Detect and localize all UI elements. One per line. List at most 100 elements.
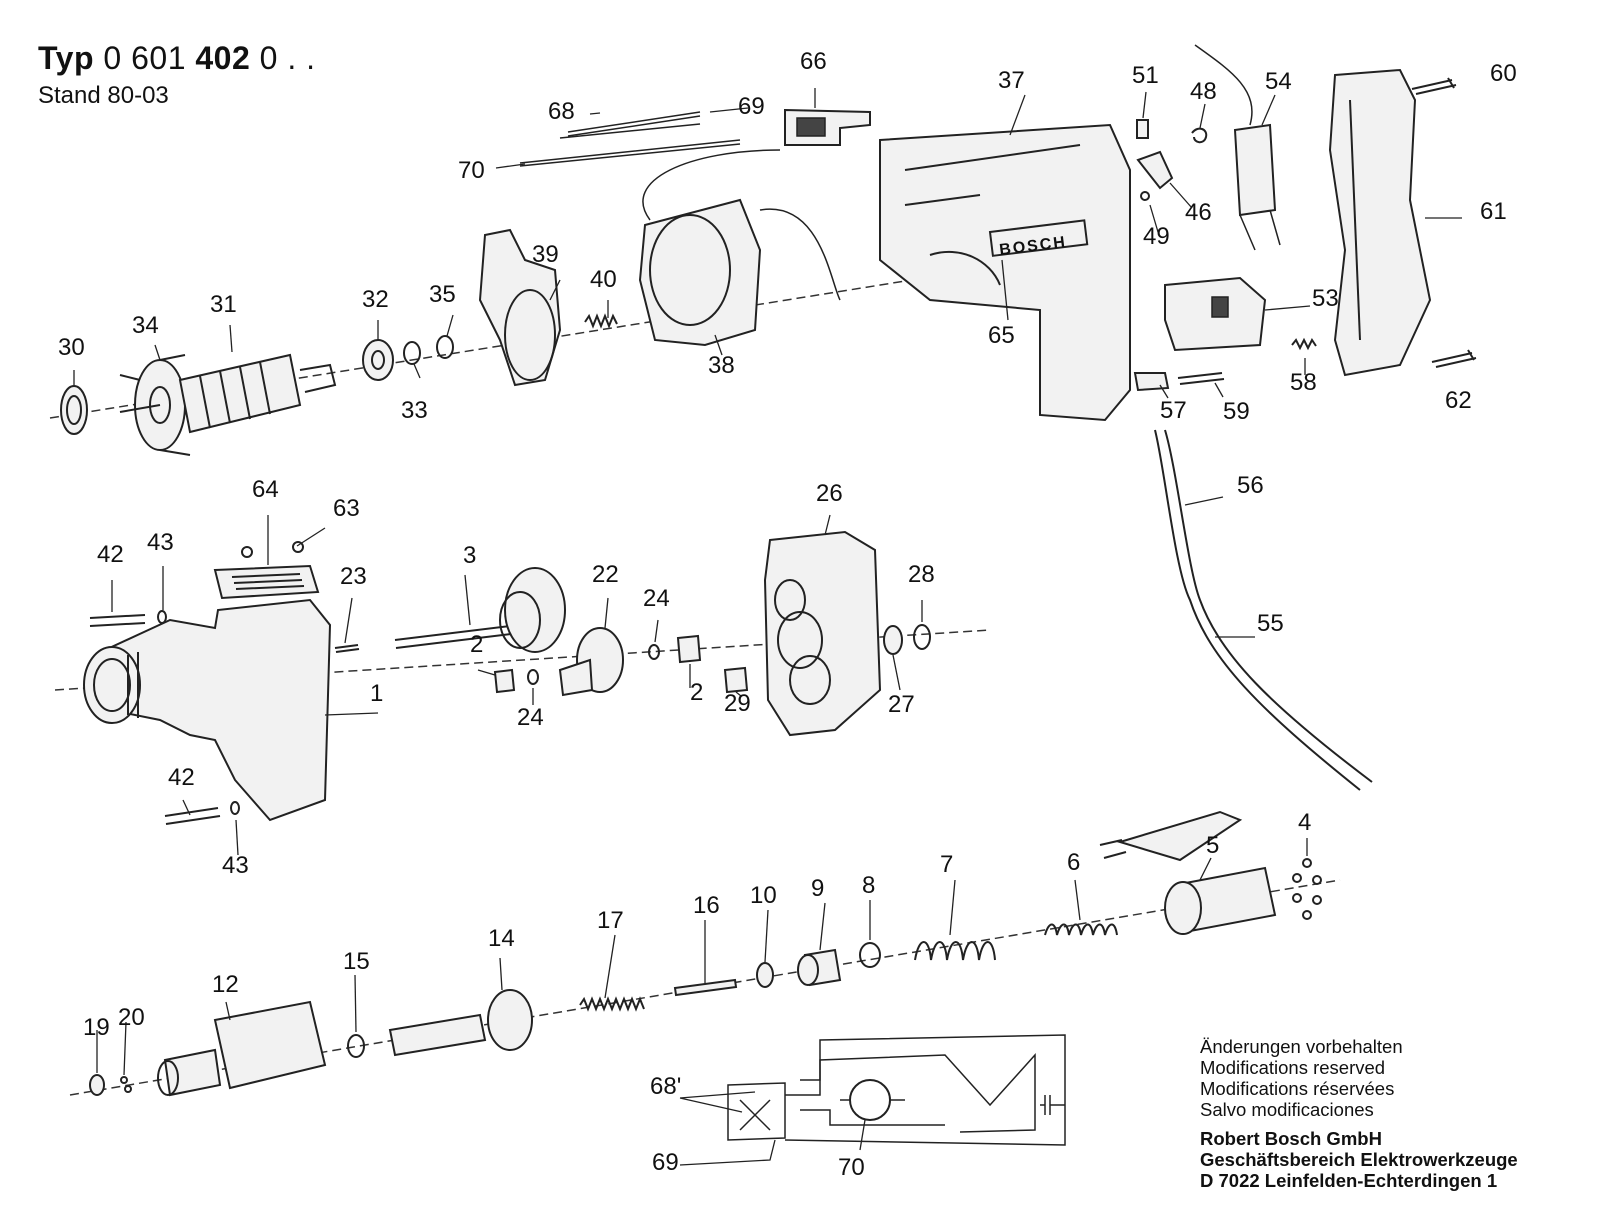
part-label: 42 xyxy=(97,541,124,568)
part-label: 1 xyxy=(370,680,383,707)
spring-17 xyxy=(579,996,645,1012)
part-label: 58 xyxy=(1290,369,1317,396)
typ-label: Typ xyxy=(38,40,95,76)
part-label: 51 xyxy=(1132,62,1159,89)
gear-cover-26 xyxy=(763,530,882,737)
housing-37 xyxy=(879,123,1131,422)
part-label: 43 xyxy=(222,852,249,879)
part-label: 26 xyxy=(816,480,843,507)
screws-42-43 xyxy=(89,610,240,825)
part-label: 57 xyxy=(1160,397,1187,424)
modification-note-4: Salvo modificaciones xyxy=(1200,1099,1374,1120)
typ-number-bold: 402 xyxy=(195,40,251,76)
spindle-14 xyxy=(388,989,533,1057)
spindle-gear-3 xyxy=(394,567,566,653)
part-label: 64 xyxy=(252,476,279,503)
part-label: 2 xyxy=(470,631,483,658)
field-38 xyxy=(638,149,841,347)
part-label: 7 xyxy=(940,851,953,878)
part-label: 49 xyxy=(1143,223,1170,250)
part-label: 65 xyxy=(988,322,1015,349)
spring-6 xyxy=(1044,923,1118,936)
part-label: 16 xyxy=(693,892,720,919)
clamp-57-screw-59 xyxy=(1133,372,1225,392)
ring-10 xyxy=(756,962,774,988)
chuck-12 xyxy=(157,1000,327,1097)
leader-lines xyxy=(73,88,1462,1166)
type-heading: Typ 0 601 402 0 . . xyxy=(38,40,316,77)
part-label: 63 xyxy=(333,495,360,522)
part-label: 33 xyxy=(401,397,428,424)
capacitor-54 xyxy=(1194,44,1281,251)
part-label: 54 xyxy=(1265,68,1292,95)
bearing-30 xyxy=(60,385,88,435)
part-label: 42 xyxy=(168,764,195,791)
baffle-39 xyxy=(478,228,562,387)
part-label: 24 xyxy=(517,704,544,731)
modification-note-1: Änderungen vorbehalten xyxy=(1200,1036,1403,1057)
part-label: 6 xyxy=(1067,849,1080,876)
washer-8 xyxy=(859,942,881,968)
part-label: 39 xyxy=(532,241,559,268)
part-label: 69 xyxy=(738,93,765,120)
armature-31 xyxy=(119,353,337,434)
ring-19-20 xyxy=(89,1074,132,1096)
bushes-24-2 xyxy=(493,634,749,694)
part-label: 8 xyxy=(862,872,875,899)
part-label: 27 xyxy=(888,691,915,718)
modification-note-2: Modifications reserved xyxy=(1200,1057,1386,1078)
typ-number-part2: 0 . . xyxy=(259,40,316,76)
part-label: 46 xyxy=(1185,199,1212,226)
part-label: 14 xyxy=(488,925,515,952)
part-label: 38 xyxy=(708,352,735,379)
spring-7 xyxy=(914,941,996,961)
part-label: 10 xyxy=(750,882,777,909)
part-label: 34 xyxy=(132,312,159,339)
ball-bearing-32 xyxy=(362,339,394,381)
part-label: 40 xyxy=(590,266,617,293)
part-label: 17 xyxy=(597,907,624,934)
part-label: 48 xyxy=(1190,78,1217,105)
part-label: 20 xyxy=(118,1004,145,1031)
part-label: 69 xyxy=(652,1149,679,1176)
part-label: 55 xyxy=(1257,610,1284,637)
stand-date: Stand 80-03 xyxy=(38,82,169,109)
leads-68-69-70 xyxy=(519,111,741,167)
notes-block: Änderungen vorbehalten Modifications res… xyxy=(1200,1036,1518,1191)
part-label: 32 xyxy=(362,286,389,313)
part-label: 53 xyxy=(1312,285,1339,312)
bush-9 xyxy=(797,948,842,987)
part-label: 19 xyxy=(83,1014,110,1041)
part-label: 68 xyxy=(548,98,575,125)
spring-58 xyxy=(1291,337,1317,351)
switch-cover-66 xyxy=(784,108,871,146)
part-label: 70 xyxy=(838,1154,865,1181)
part-label: 68' xyxy=(650,1073,681,1100)
modification-note-3: Modifications réservées xyxy=(1200,1078,1395,1099)
part-label: 12 xyxy=(212,971,239,998)
switch-53 xyxy=(1164,276,1267,352)
part-label: 24 xyxy=(643,585,670,612)
company-division: Geschäftsbereich Elektrowerkzeuge xyxy=(1200,1149,1518,1170)
spring-40 xyxy=(584,313,618,329)
company-name: Robert Bosch GmbH xyxy=(1200,1128,1382,1149)
part-label: 31 xyxy=(210,291,237,318)
part-label: 60 xyxy=(1490,60,1517,87)
part-label: 66 xyxy=(800,48,827,75)
part-label: 62 xyxy=(1445,387,1472,414)
pin-16 xyxy=(673,978,738,997)
part-label: 5 xyxy=(1206,832,1219,859)
part-label: 43 xyxy=(147,529,174,556)
part-label: 59 xyxy=(1223,398,1250,425)
company-address: D 7022 Leinfelden-Echterdingen 1 xyxy=(1200,1170,1498,1191)
pin-23 xyxy=(334,644,360,653)
handle-61 xyxy=(1328,68,1432,377)
wiring-diagram xyxy=(727,1034,1066,1146)
part-label: 35 xyxy=(429,281,456,308)
part-label: 9 xyxy=(811,875,824,902)
bearing-27-washer-28 xyxy=(883,624,931,655)
washer-15 xyxy=(347,1034,365,1058)
balls-4 xyxy=(1292,858,1322,920)
